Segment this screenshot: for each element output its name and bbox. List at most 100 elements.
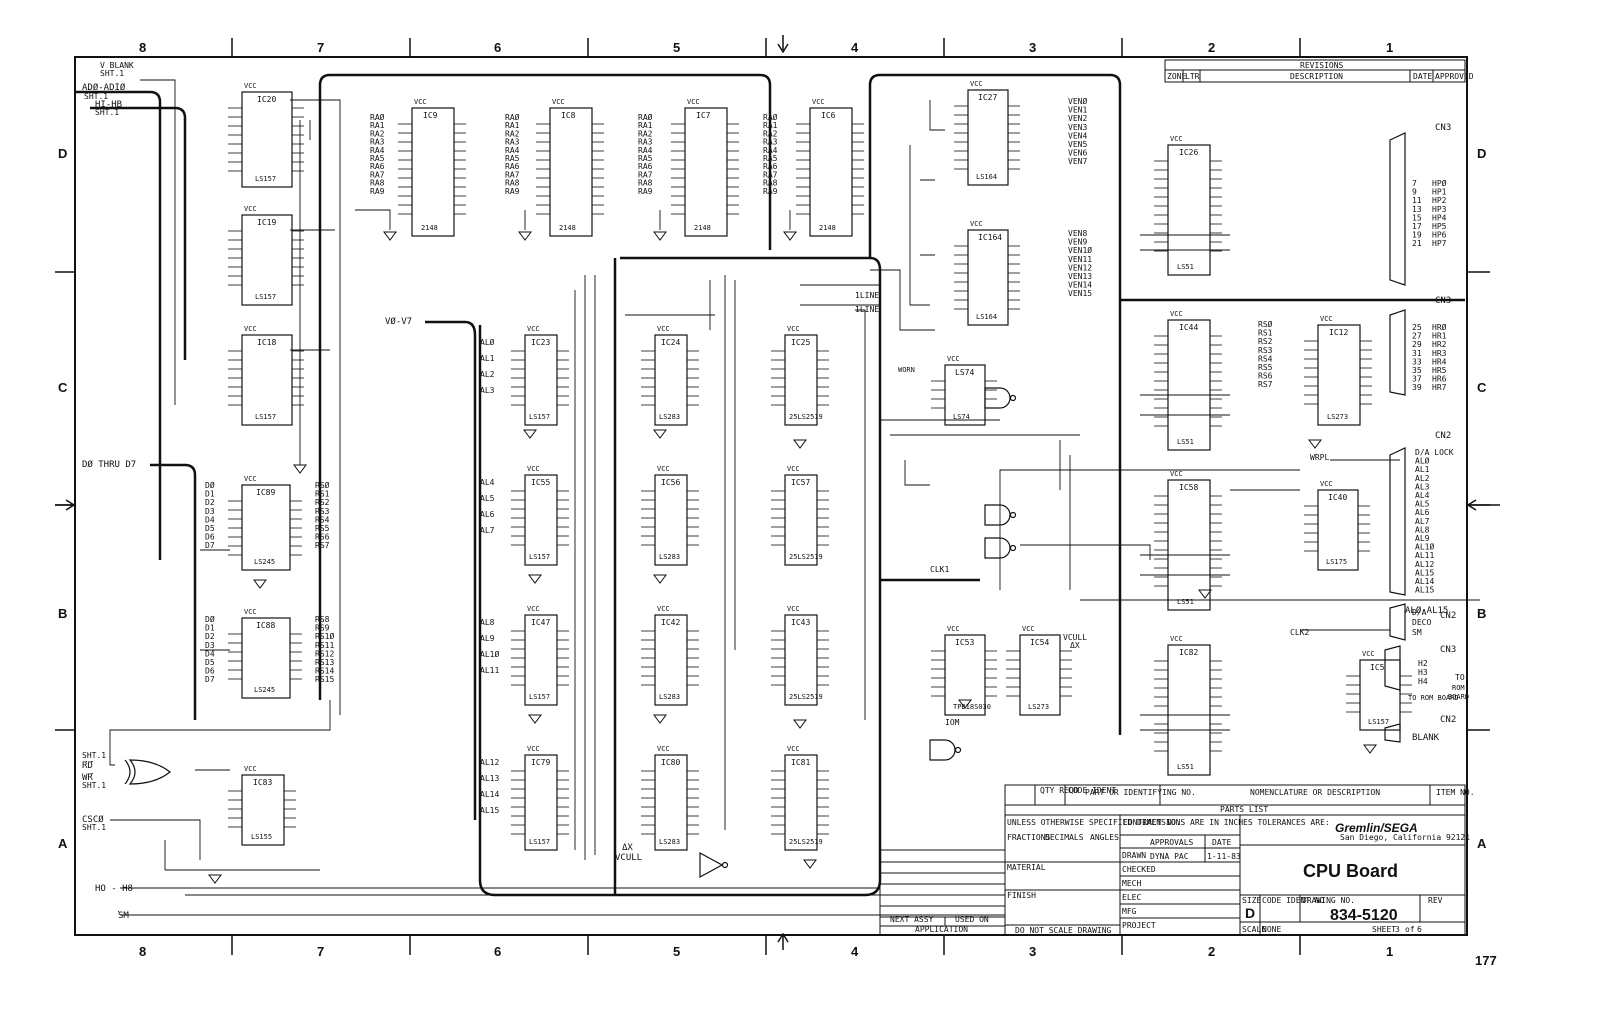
pin-number: 31 (1412, 349, 1422, 358)
vcc-label: VCC (1320, 480, 1333, 488)
svg-text:DECIMALS: DECIMALS (1045, 833, 1084, 842)
net-label-ra: RA9 (505, 187, 520, 196)
net-label-ra: RA1 (763, 121, 778, 130)
svg-text:RD: RD (82, 761, 93, 771)
ground-symbol (523, 429, 537, 439)
pin-number: 25 (1412, 323, 1422, 332)
svg-text:D: D (1245, 905, 1255, 921)
ground-symbol (793, 439, 807, 449)
svg-text:ANGLES: ANGLES (1090, 833, 1119, 842)
chip-ref: IC18 (257, 338, 276, 347)
zone-label-right: C (1477, 380, 1487, 395)
ground-symbol (803, 859, 817, 869)
vcc-label: VCC (1362, 650, 1375, 658)
signal-wires (109, 79, 1480, 916)
net-label-ra: RAØ (638, 112, 653, 122)
zone-label-top: 1 (1386, 40, 1393, 55)
ground-symbol (653, 574, 667, 584)
net-label-ra: RA3 (505, 138, 520, 147)
net-label-rs: RS12 (315, 649, 334, 658)
net-label-rs: RS5 (315, 524, 330, 533)
center-mark-bottom (777, 932, 789, 950)
chip-ref: IC57 (791, 478, 810, 487)
vcc-label: VCC (970, 80, 983, 88)
net-label-ven: VEN7 (1068, 157, 1087, 166)
net-label-rs: RSØ (315, 480, 330, 490)
svg-text:SHT.1: SHT.1 (82, 823, 106, 832)
pin-number: 9 (1412, 188, 1417, 197)
zone-label-bottom: 5 (673, 944, 680, 959)
svg-text:CPU Board: CPU Board (1303, 861, 1398, 881)
vcc-label: VCC (244, 82, 257, 90)
chip-type: LS245 (254, 686, 275, 694)
svg-text:ROM: ROM (1452, 684, 1465, 692)
vcc-label: VCC (657, 745, 670, 753)
vcc-label: VCC (1320, 315, 1333, 323)
zone-label-left: B (58, 606, 67, 621)
net-label-al: AL3 (480, 386, 495, 395)
ground-symbol (958, 699, 972, 709)
net-label-rs: RS1 (315, 490, 330, 499)
center-mark-right (1466, 499, 1500, 511)
ground-symbol (653, 231, 667, 241)
net-label: 1LINE (855, 291, 879, 300)
svg-text:MECH: MECH (1122, 879, 1141, 888)
net-label-ra: RA8 (763, 179, 778, 188)
net-label-rs: RS15 (315, 675, 334, 684)
logic-gates (124, 387, 1017, 879)
net-label-ra: RA1 (638, 121, 653, 130)
vcc-label: VCC (812, 98, 825, 106)
connector-signal: AL3 (1415, 482, 1430, 491)
net-label: 1LINE (855, 305, 879, 314)
net-label-al: AL1 (480, 354, 495, 363)
chip-type: LS51 (1177, 438, 1194, 446)
connector-signal: D/A (1412, 608, 1427, 617)
page-number: 177 (1475, 953, 1497, 968)
zone-label-bottom: 6 (494, 944, 501, 959)
zone-label-top: 4 (851, 40, 859, 55)
chip-ref: IC47 (531, 618, 550, 627)
connector-signal: HR4 (1432, 357, 1447, 366)
net-label-al: AL8 (480, 618, 495, 627)
svg-text:SHT.1: SHT.1 (95, 108, 119, 117)
net-label-ven: VEN1Ø (1068, 245, 1092, 255)
net-label-d: D4 (205, 649, 215, 658)
connector-signal: H3 (1418, 668, 1428, 677)
net-label-rs: RS6 (1258, 372, 1273, 381)
chip-type: LS74 (953, 413, 970, 421)
net-label-ra: RA3 (763, 138, 778, 147)
vcc-label: VCC (657, 605, 670, 613)
pin-number: 39 (1412, 383, 1422, 392)
zone-label-top: 6 (494, 40, 501, 55)
svg-text:SHT.1: SHT.1 (82, 781, 106, 790)
chip-ref: IC26 (1179, 148, 1198, 157)
connector-shapes (1384, 132, 1406, 743)
svg-text:NEXT ASSY: NEXT ASSY (890, 915, 934, 924)
net-label-ven: VEN4 (1068, 131, 1087, 140)
net-label-al: AL12 (480, 758, 499, 767)
net-label-ra: RA3 (370, 138, 385, 147)
net-label-d: D2 (205, 632, 215, 641)
chip-type: 25LS2519 (789, 413, 823, 421)
connector-signal: AL14 (1415, 577, 1434, 586)
net-label-ra: RA1 (505, 121, 520, 130)
center-mark-top (777, 35, 789, 54)
zone-label-bottom: 1 (1386, 944, 1393, 959)
ground-symbol (293, 464, 307, 474)
pin-number: 17 (1412, 222, 1422, 231)
svg-text:ELEC: ELEC (1122, 893, 1141, 902)
pin-number: 37 (1412, 375, 1422, 384)
connector-signal: AL8 (1415, 525, 1430, 534)
chip-type: LS157 (255, 175, 276, 183)
net-label-ra: RA8 (638, 179, 653, 188)
net-label: VCULL (1063, 633, 1087, 642)
net-label-ra: RA4 (505, 146, 520, 155)
chip-ref: IC25 (791, 338, 810, 347)
chip-type: LS155 (251, 833, 272, 841)
chip-ref: IC88 (256, 621, 275, 630)
